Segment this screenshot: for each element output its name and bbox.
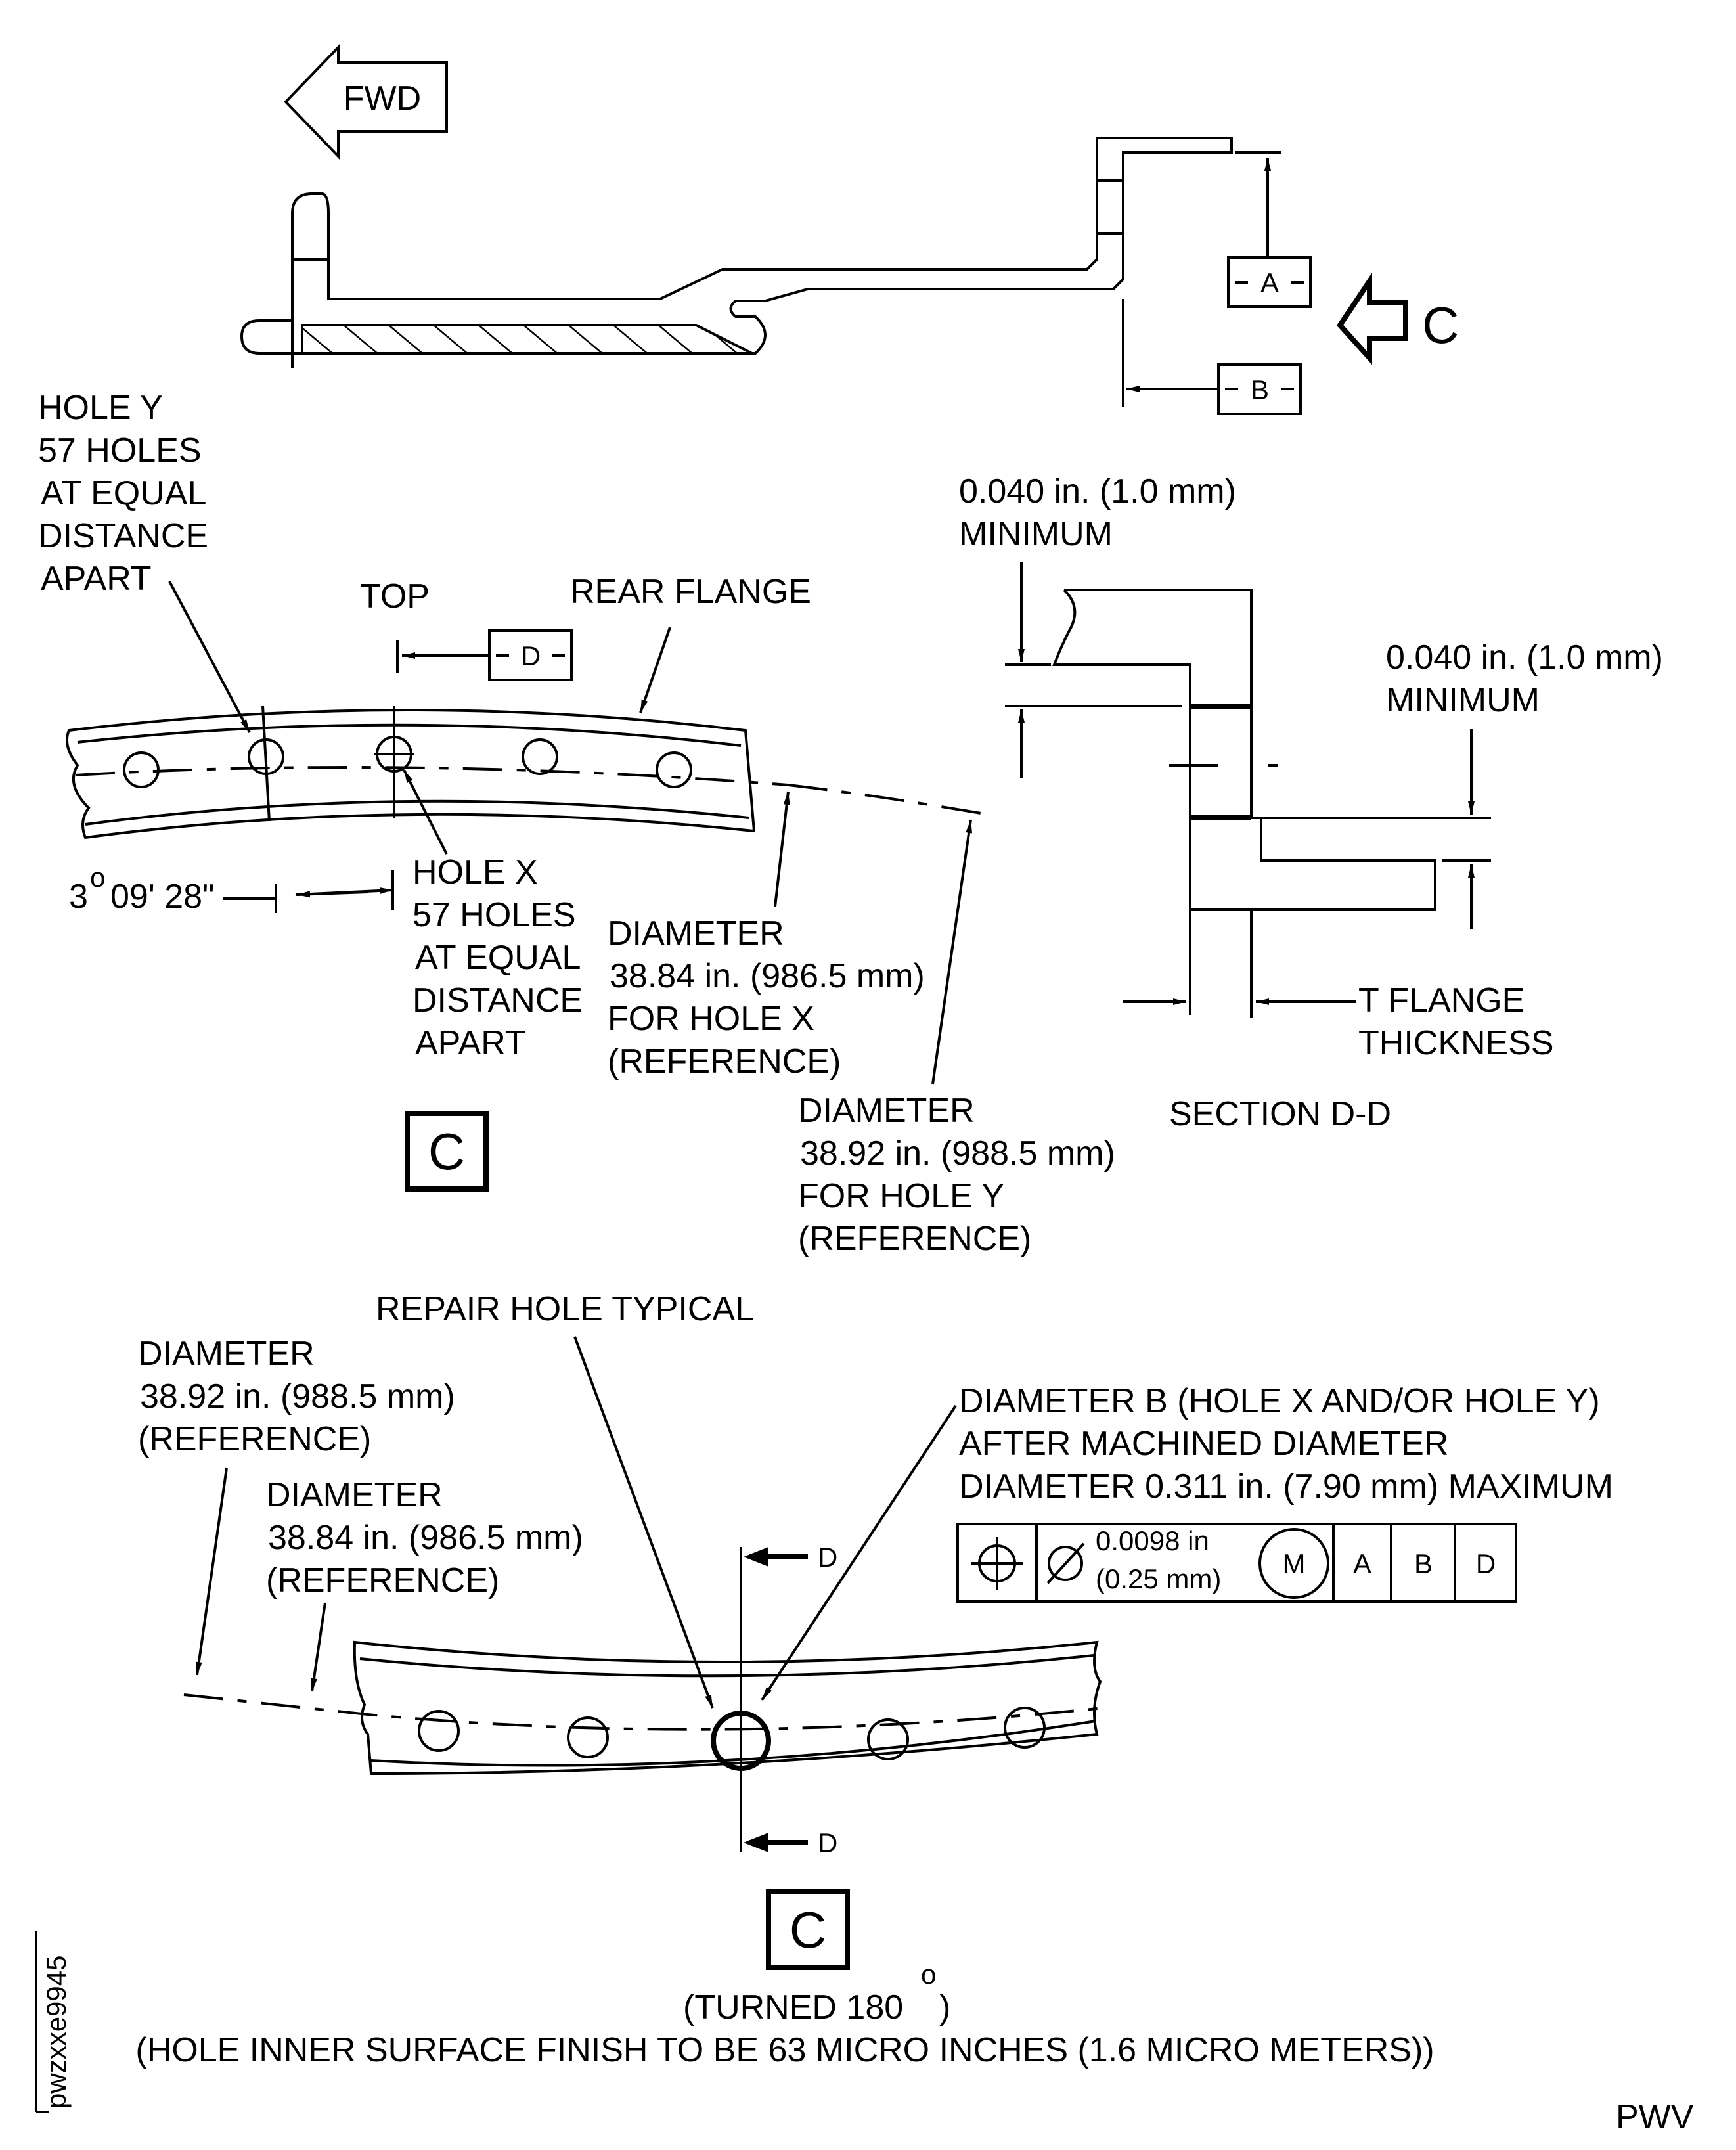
hole <box>123 751 160 788</box>
figure-id: pwzxxe9945 <box>41 1956 72 2109</box>
hole-row <box>123 705 692 822</box>
datum-b-label: B <box>1251 374 1269 405</box>
hole-row-turned <box>418 1707 1046 1771</box>
diameter-symbol-icon <box>1046 1542 1085 1584</box>
view-c-label: C <box>1422 296 1459 354</box>
min-note-2: 0.040 in. (1.0 mm) MINIMUM <box>1386 638 1672 719</box>
view-c-box-label: C <box>428 1123 465 1180</box>
diameter-y-note: DIAMETER 38.92 in. (988.5 mm) FOR HOLE Y… <box>798 1092 1124 1258</box>
flange-segment-turned <box>353 1640 1102 1776</box>
hole-y-note: HOLE Y 57 HOLES AT EQUAL DISTANCE APART <box>38 389 218 598</box>
view-c-turned: REPAIR HOLE TYPICAL DIAMETER 38.92 in. (… <box>135 1290 1613 2069</box>
top-profile-view: FWD A B C <box>240 44 1459 415</box>
fcf-datum-b: B <box>1414 1548 1433 1579</box>
fcf-datum-a: A <box>1353 1548 1371 1579</box>
datum-a-label: A <box>1260 267 1279 298</box>
mmc-modifier-icon <box>1258 1528 1329 1599</box>
flange-segment <box>66 709 756 840</box>
feature-control-frame: 0.0098 in (0.25 mm) M A B D <box>956 1523 1517 1603</box>
finish-note: (HOLE INNER SURFACE FINISH TO BE 63 MICR… <box>135 2031 1434 2069</box>
diameter-b-note: DIAMETER B (HOLE X AND/OR HOLE Y) AFTER … <box>959 1382 1613 1506</box>
view-c-box <box>405 1111 489 1192</box>
t-flange-note: T FLANGE THICKNESS <box>1358 981 1554 1062</box>
hole-x-note: HOLE X 57 HOLES AT EQUAL DISTANCE APART <box>412 853 592 1062</box>
view-c-arrow <box>1336 272 1408 365</box>
hatched-section <box>301 324 753 355</box>
diameter-x-ref-note: DIAMETER 38.84 in. (986.5 mm) (REFERENCE… <box>266 1476 592 1600</box>
view-c: HOLE Y 57 HOLES AT EQUAL DISTANCE APART … <box>38 389 1124 1258</box>
fcf-datum-d: D <box>1476 1548 1496 1579</box>
section-title: SECTION D-D <box>1169 1095 1391 1133</box>
rear-flange-profile <box>240 137 1233 368</box>
hole <box>522 738 558 775</box>
hole <box>656 751 692 788</box>
diameter-y-ref-note: DIAMETER 38.92 in. (988.5 mm) (REFERENCE… <box>138 1335 464 1458</box>
section-marker-bottom: D <box>818 1827 837 1858</box>
datum-d-label: D <box>521 640 541 671</box>
fcf-tolerance: 0.0098 in (0.25 mm) <box>1096 1525 1221 1594</box>
repair-hole-label: REPAIR HOLE TYPICAL <box>376 1290 754 1328</box>
footer-code: PWV <box>1616 2098 1694 2136</box>
fcf-modifier: M <box>1283 1548 1306 1579</box>
view-c-turned-box <box>766 1889 850 1970</box>
section-d-d: 0.040 in. (1.0 mm) MINIMUM 0.040 in. (1.… <box>959 472 1672 1133</box>
datum-a-box <box>1227 256 1312 308</box>
position-symbol-icon <box>971 1537 1023 1590</box>
fwd-arrow: FWD <box>284 44 448 160</box>
min-note-1: 0.040 in. (1.0 mm) MINIMUM <box>959 472 1245 553</box>
datum-b-box <box>1217 363 1302 415</box>
view-c-turned-box-label: C <box>790 1901 826 1959</box>
diameter-x-note: DIAMETER 38.84 in. (986.5 mm) FOR HOLE X… <box>608 914 934 1081</box>
top-label: TOP <box>360 577 430 616</box>
section-marker-top: D <box>818 1542 837 1573</box>
repair-hole <box>711 1711 771 1771</box>
section-outline <box>1064 589 1436 1018</box>
datum-d-box <box>488 629 573 681</box>
angle-dimension: 3 o 09' 28" <box>69 862 215 916</box>
turned-note: (TURNED 180 o ) <box>683 1959 950 2027</box>
fwd-label: FWD <box>344 79 421 118</box>
rear-flange-label: REAR FLANGE <box>570 573 811 611</box>
